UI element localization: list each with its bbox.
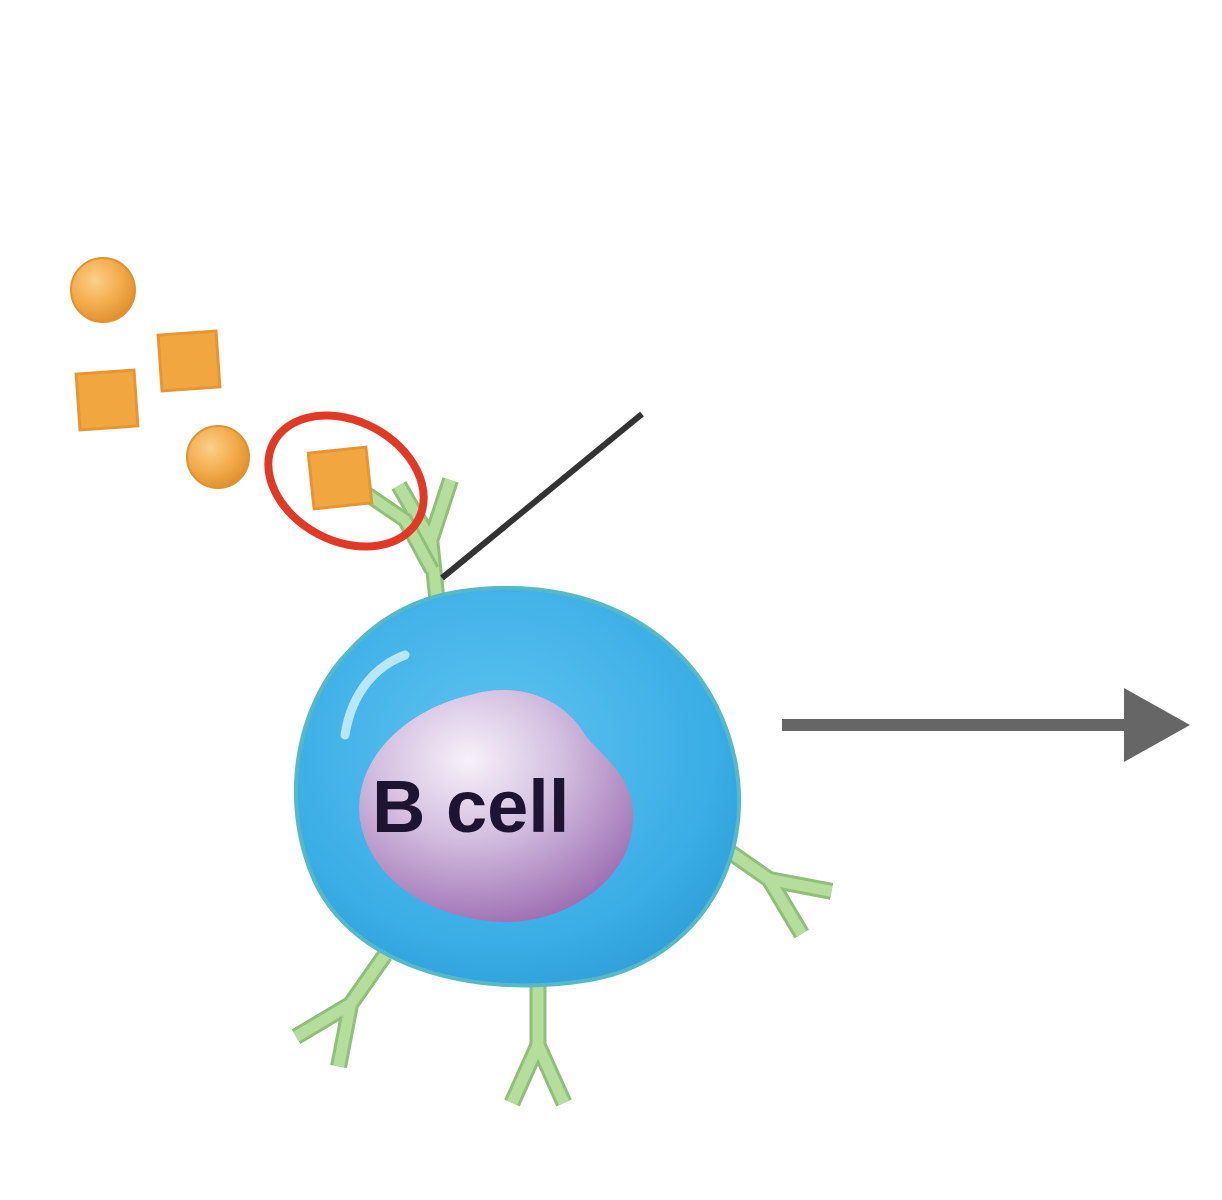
antigen-square-1 bbox=[156, 329, 222, 393]
highlight-circle bbox=[264, 411, 428, 551]
antigen-circle-1 bbox=[70, 257, 136, 323]
right-arrow-icon bbox=[782, 688, 1190, 762]
antibody-bottom-left bbox=[296, 940, 406, 1066]
antibody-bottom bbox=[512, 985, 564, 1103]
antigen-square-bound bbox=[306, 445, 374, 511]
cell-label: B cell bbox=[372, 765, 569, 848]
cell-highlight bbox=[340, 650, 410, 740]
nucleus bbox=[359, 689, 634, 923]
antigen-square-2 bbox=[74, 368, 140, 432]
antigen-circle-2 bbox=[186, 425, 250, 489]
pointer-line bbox=[440, 411, 644, 581]
